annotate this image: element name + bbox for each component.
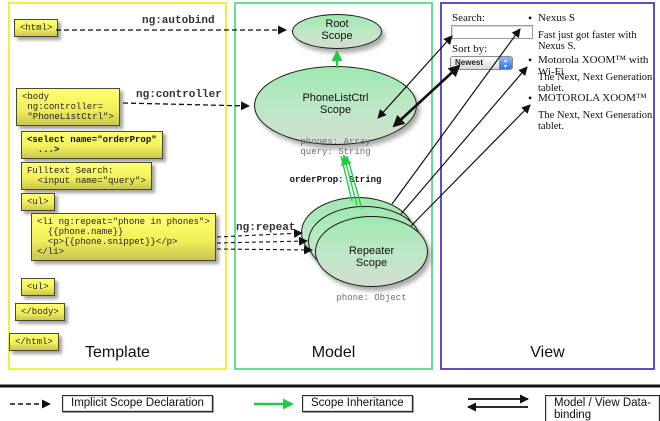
repeater-scope-prop: phone: Object	[336, 293, 407, 303]
li-ng-repeat-box: <li ng:repeat="phone in phones"> {{phone…	[31, 213, 216, 261]
ng-autobind-label: ng:autobind	[142, 15, 215, 27]
phonelistctrl-scope-title: PhoneListCtrl Scope	[302, 92, 369, 116]
view-column-label: View	[530, 344, 565, 361]
search-input[interactable]	[451, 25, 533, 39]
legend-data-binding: Model / View Data-binding	[545, 395, 660, 421]
select-orderprop-box: <select name="orderProp" ...>	[21, 131, 163, 159]
root-scope-title: Root Scope	[321, 18, 353, 42]
repeater-scope-title: Repeater Scope	[348, 245, 395, 269]
ng-controller-label: ng:controller	[136, 89, 222, 101]
html-open-tag-box: <html>	[14, 19, 59, 37]
fulltext-search-box: Fulltext Search: <input name="query">	[21, 162, 152, 190]
legend-scope-inheritance: Scope Inheritance	[302, 395, 413, 412]
template-column-label: Template	[85, 344, 150, 361]
ul-close-tag-box: <ul>	[21, 278, 55, 296]
ng-repeat-label: ng:repeat	[236, 222, 296, 234]
root-scope-ellipse	[292, 14, 382, 49]
phonelistctrl-scope-props: phones: Array query: String	[300, 137, 371, 157]
body-close-tag-box: </body>	[15, 303, 65, 321]
sort-dropdown-value: Newest	[455, 58, 484, 67]
model-column-label: Model	[311, 344, 356, 361]
dropdown-stepper-icon: ▲▼	[499, 57, 512, 70]
phone-item-name: MOTOROLA XOOM™	[528, 91, 647, 106]
phone-item-name: Nexus S	[528, 11, 575, 26]
repeater-scope-ellipse-front	[315, 216, 428, 287]
search-label: Search:	[452, 12, 485, 24]
sort-by-label: Sort by:	[452, 43, 488, 55]
sort-dropdown[interactable]: Newest ▲▼	[450, 56, 513, 70]
phone-item-desc: Fast just got faster with Nexus S.	[538, 30, 637, 52]
phone-item-name: Motorola XOOM™ with Wi-Fi	[528, 53, 660, 78]
phone-item-desc: The Next, Next Generation tablet.	[538, 72, 653, 94]
body-open-tag-box: <body ng:controller= "PhoneListCtrl">	[16, 88, 120, 126]
ul-open-tag-box: <ul>	[21, 193, 55, 211]
html-close-tag-box: </html>	[9, 333, 59, 351]
phone-item-desc: The Next, Next Generation tablet.	[538, 110, 653, 132]
phonelistctrl-scope-orderprop: orderProp: String	[289, 175, 382, 185]
phonelistctrl-scope-text: PhoneListCtrl Scope phones: Array query:…	[254, 74, 417, 204]
repeater-scope-text: Repeater Scope phone: Object	[315, 227, 428, 321]
legend-implicit-scope: Implicit Scope Declaration	[62, 395, 213, 412]
